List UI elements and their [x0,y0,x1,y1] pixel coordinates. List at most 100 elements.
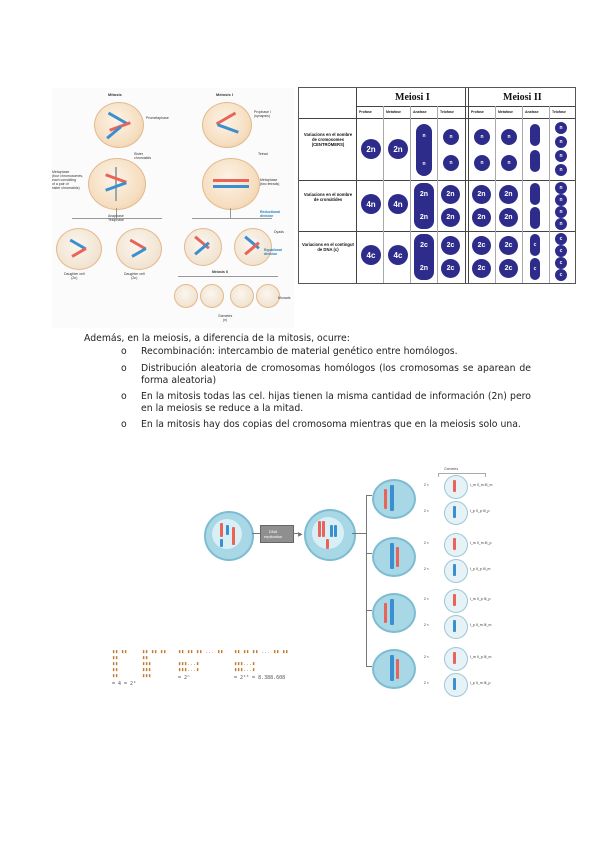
cell-r1-telofase1-bottom: n [443,155,459,171]
phase-metafase-2: Metafase [498,110,513,114]
gamete-2b-label: I_p II_p III_m [470,567,491,571]
cell-r1-telofase1-top: n [443,129,459,145]
bullet-mitosis-info: En la mitosis todas las cel. hijas tiene… [141,391,531,414]
metaphase1-cell [202,158,260,210]
metaphase-cell-1 [372,479,416,519]
cell-r1-telofase2-3: n [555,150,567,162]
cell-r3-telofase2-2: c [555,245,567,257]
metaphase1-label: Metaphase (two tetrads) [260,178,280,186]
row-label-cromosomes: Variacions en el nombre de cromosomes (C… [303,132,353,147]
math-col-2-chromosomes: ▮▮ ▮▮ ▮▮▮▮▮▮▮▮▮▮▮▮▮ [142,649,167,679]
meiosis2-header: Meiosi II [503,92,542,103]
metaphase-mitosis-label: Metaphase (four chromosomes, each consis… [52,170,84,190]
gamete-1a [444,475,468,499]
gamete-4b [444,673,468,697]
cell-r3-anafase1-top: 2c [420,241,428,249]
cell-r3-anafase2-a: c [530,234,540,256]
cell-r1-profase2-top: n [474,129,490,145]
gamete-3b [444,615,468,639]
cell-r1-profase2-bottom: n [474,155,490,171]
times-2-1b: 2 × [424,509,429,513]
daughter-cell-2-label: Daughter cell (2n) [124,272,145,280]
equational-division-label: Equational division [264,248,282,256]
cell-r3-profase1: 4c [361,245,381,265]
dyad-cell-1 [184,228,222,266]
cell-r1-telofase2-1: n [555,122,567,134]
gamete-2b [444,559,468,583]
bullet-marker-3: o [121,391,127,402]
math-col-3-chromosomes: ▮▮ ▮▮ ▮▮ ... ▮▮▮▮▮...▮▮▮▮...▮ [178,649,224,673]
times-2-4a: 2 × [424,655,429,659]
times-2-4b: 2 × [424,681,429,685]
meiosis1-col-title: Meiosis I [216,92,233,97]
cell-r1-anafase2-a [530,124,540,146]
cell-r2-profase2-top: 2n [472,185,491,204]
mitosis-col-title: Mitosis [108,92,122,97]
dyad-cell-2 [234,228,272,266]
independent-assortment-figure: DNA replication ▶ Gametes 2 × I_m II_m I… [200,465,511,701]
cell-r1-anafase1-bottom: n [422,161,426,167]
cell-r3-anafase2-b: c [530,258,540,280]
metaphase-mitosis-cell [88,158,146,210]
cell-r3-anafase1-bottom: 2n [419,264,429,272]
bullet-marker-2: o [121,363,127,374]
cell-r2-metafase2-bottom: 2n [499,208,518,227]
dna-replication-label: DNA replication [264,529,283,539]
cell-r3-metafase1: 4c [388,245,408,265]
monads-label: Monads [278,296,291,300]
cell-r2-anafase2-b [530,207,540,229]
meiosis1-header: Meiosi I [395,92,430,103]
cell-r3-telofase2-1: c [555,233,567,245]
cell-r2-anafase1-top: 2n [419,190,429,198]
gamete-1a-label: I_m II_m III_m [470,483,493,487]
math-col-1-chromosomes: ▮▮ ▮▮▮▮▮▮▮▮▮▮ [112,649,128,679]
cell-r2-telofase2-4: n [555,218,567,230]
phase-profase-1: Profase [359,110,372,114]
cell-r1-anafase1-top: n [422,133,426,139]
cell-r3-profase2-bottom: 2c [472,259,491,278]
row-label-cromatides: Variacions en el nombre de cromàtides [303,192,353,202]
start-cell [204,511,254,561]
gamete-1b [444,501,468,525]
dna-replication-box: DNA replication [260,525,294,543]
cell-r2-telofase1-bottom: 2n [441,208,460,227]
combinatorics-figure: ▮▮ ▮▮▮▮▮▮▮▮▮▮ = 4 = 2² ▮▮ ▮▮ ▮▮▮▮▮▮▮▮▮▮▮… [112,643,312,703]
row-label-dna: Variacions en el contingut de DNA (c) [302,242,354,252]
replicated-cell [304,509,356,561]
prophase1-label: Prophase I (synapsis) [254,110,271,118]
cell-r3-anafase1 [414,234,434,280]
cell-r2-metafase2-top: 2n [499,185,518,204]
cell-r2-anafase1-bottom: 2n [419,213,429,221]
cell-r3-telofase1-top: 2c [441,236,460,255]
meiosis-variation-table: Meiosi I Meiosi II Profase Metafase Anaf… [298,87,576,284]
cell-r3-metafase2-bottom: 2c [499,259,518,278]
metaphase-cell-3 [372,593,416,633]
reductional-division-label: Reductional division [260,210,281,218]
math-eq-1: = 4 = 2² [112,681,137,687]
monad-cell-1 [174,284,198,308]
tetrad-label: Tetrad [258,152,268,156]
cell-r3-telofase2-4: c [555,269,567,281]
gamete-3a [444,589,468,613]
phase-profase-2: Profase [471,110,484,114]
gamete-2a [444,533,468,557]
phase-anafase-2: Anafase [525,110,539,114]
cell-r2-metafase1: 4n [388,194,408,214]
cell-r1-telofase2-4: n [555,164,567,176]
intro-text: Además, en la meiosis, a diferencia de l… [84,333,350,344]
anaphase-label: Anaphase Telophase [108,214,124,222]
cell-r2-anafase1 [414,183,434,229]
gametes-header: Gametes [444,467,459,471]
cell-r2-telofase1-top: 2n [441,185,460,204]
math-eq-2: = 2ⁿ [178,675,191,681]
cell-r1-anafase1 [416,124,432,176]
phase-telofase-2: Telofase [552,110,566,114]
metaphase-cell-2 [372,537,416,577]
monad-cell-4 [256,284,280,308]
times-2-2a: 2 × [424,541,429,545]
gamete-1b-label: I_p II_p III_p [470,509,490,513]
bullet-marker-1: o [121,346,127,357]
daughter-cell-1-label: Daughter cell (2n) [64,272,85,280]
prophase1-cell [202,102,252,148]
bullet-distribucion: Distribución aleatoria de cromosomas hom… [141,363,531,386]
